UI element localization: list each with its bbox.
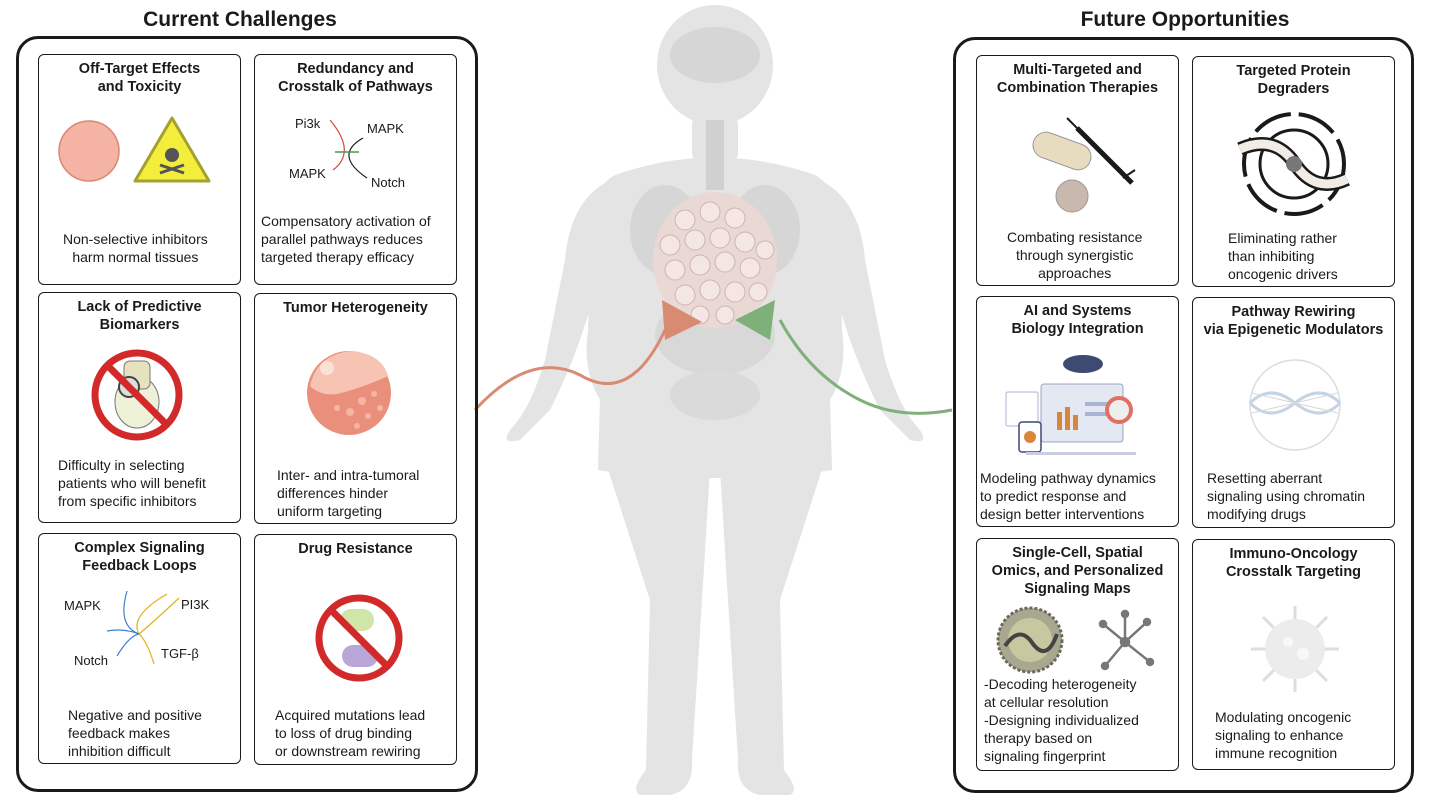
immune-cell-icon [1251,606,1339,692]
no-biomarker-icon [91,349,183,441]
card-description: Combating resistance through synergistic… [1007,229,1143,281]
label-mapk: MAPK [64,598,101,613]
label-tgf-beta: TGF-β [161,646,199,661]
label-notch: Notch [371,175,405,190]
card-epigenetic-modulators: Pathway Rewiring via Epigenetic Modulato… [1192,297,1395,528]
toxicity-icon [58,116,211,183]
card-title: Drug Resistance [298,541,413,557]
label-pi3k: Pi3k [295,116,321,131]
tumor-cell-icon [307,351,391,435]
card-description: Modulating oncogenic signaling to enhanc… [1215,709,1352,761]
card-title: AI and Systems Biology Integration [1011,303,1144,337]
heading-current-challenges: Current Challenges [143,8,337,31]
label-pi3k: PI3K [181,597,210,612]
card-title: Off-Target Effects and Toxicity [78,61,201,95]
card-title: Single-Cell, Spatial Omics, and Personal… [991,545,1164,597]
card-redundancy-crosstalk: Redundancy and Crosstalk of Pathways Pi3… [254,54,457,285]
card-description: Compensatory activation of parallel path… [261,213,431,265]
single-cell-omics-icon [996,606,1155,674]
card-title: Immuno-Oncology Crosstalk Targeting [1225,546,1362,580]
card-title: Multi-Targeted and Combination Therapies [996,62,1159,96]
card-title: Lack of Predictive Biomarkers [77,299,202,333]
card-title: Targeted Protein Degraders [1236,63,1351,97]
card-description: Non-selective inhibitors harm normal tis… [63,231,208,265]
feedback-loop-diagram: MAPK PI3K Notch TGF-β [64,590,210,668]
label-mapk-bottom: MAPK [289,166,326,181]
card-description: Acquired mutations lead to loss of drug … [275,707,426,759]
protein-degrader-icon [1237,112,1350,216]
card-protein-degraders: Targeted Protein Degraders Eliminating r… [1192,56,1395,287]
card-off-target-effects: Off-Target Effects and Toxicity Non-sele… [38,54,241,285]
card-predictive-biomarkers: Lack of Predictive Biomarkers Difficulty… [38,292,241,523]
label-notch: Notch [74,653,108,668]
card-immuno-oncology: Immuno-Oncology Crosstalk Targeting Modu… [1192,539,1395,770]
card-description: -Decoding heterogeneity at cellular reso… [984,676,1139,764]
card-tumor-heterogeneity: Tumor Heterogeneity Inter- and intra-tum… [254,293,457,524]
chromatin-icon [1248,359,1342,451]
card-single-cell-spatial-omics: Single-Cell, Spatial Omics, and Personal… [976,538,1179,771]
card-description: Eliminating rather than inhibiting oncog… [1228,230,1338,282]
analytics-dashboard-icon [1005,355,1136,455]
card-ai-systems-biology: AI and Systems Biology Integration Model… [976,296,1179,527]
card-title: Complex Signaling Feedback Loops [74,540,205,574]
card-description: Modeling pathway dynamics to predict res… [980,470,1156,522]
heading-future-opportunities: Future Opportunities [1080,8,1290,31]
card-multi-targeted-therapies: Multi-Targeted and Combination Therapies… [976,55,1179,286]
card-description: Negative and positive feedback makes inh… [68,707,202,759]
opportunities-panel [953,37,1414,793]
human-body-figure [473,5,953,795]
card-title: Pathway Rewiring via Epigenetic Modulato… [1203,304,1384,338]
card-description: Resetting aberrant signaling using chrom… [1207,470,1365,522]
card-feedback-loops: Complex Signaling Feedback Loops MAPK PI… [38,533,241,764]
pill-syringe-icon [1032,117,1136,213]
card-drug-resistance: Drug Resistance Acquired mutations lead … [254,534,457,765]
crosstalk-diagram: Pi3k MAPK MAPK Notch [289,116,405,190]
label-mapk-top: MAPK [367,121,404,136]
card-description: Difficulty in selecting patients who wil… [58,457,206,509]
challenges-panel [16,36,478,792]
card-title: Tumor Heterogeneity [283,300,428,316]
card-description: Inter- and intra-tumoral differences hin… [277,467,420,519]
no-drug-icon [315,594,403,682]
card-title: Redundancy and Crosstalk of Pathways [278,61,433,95]
